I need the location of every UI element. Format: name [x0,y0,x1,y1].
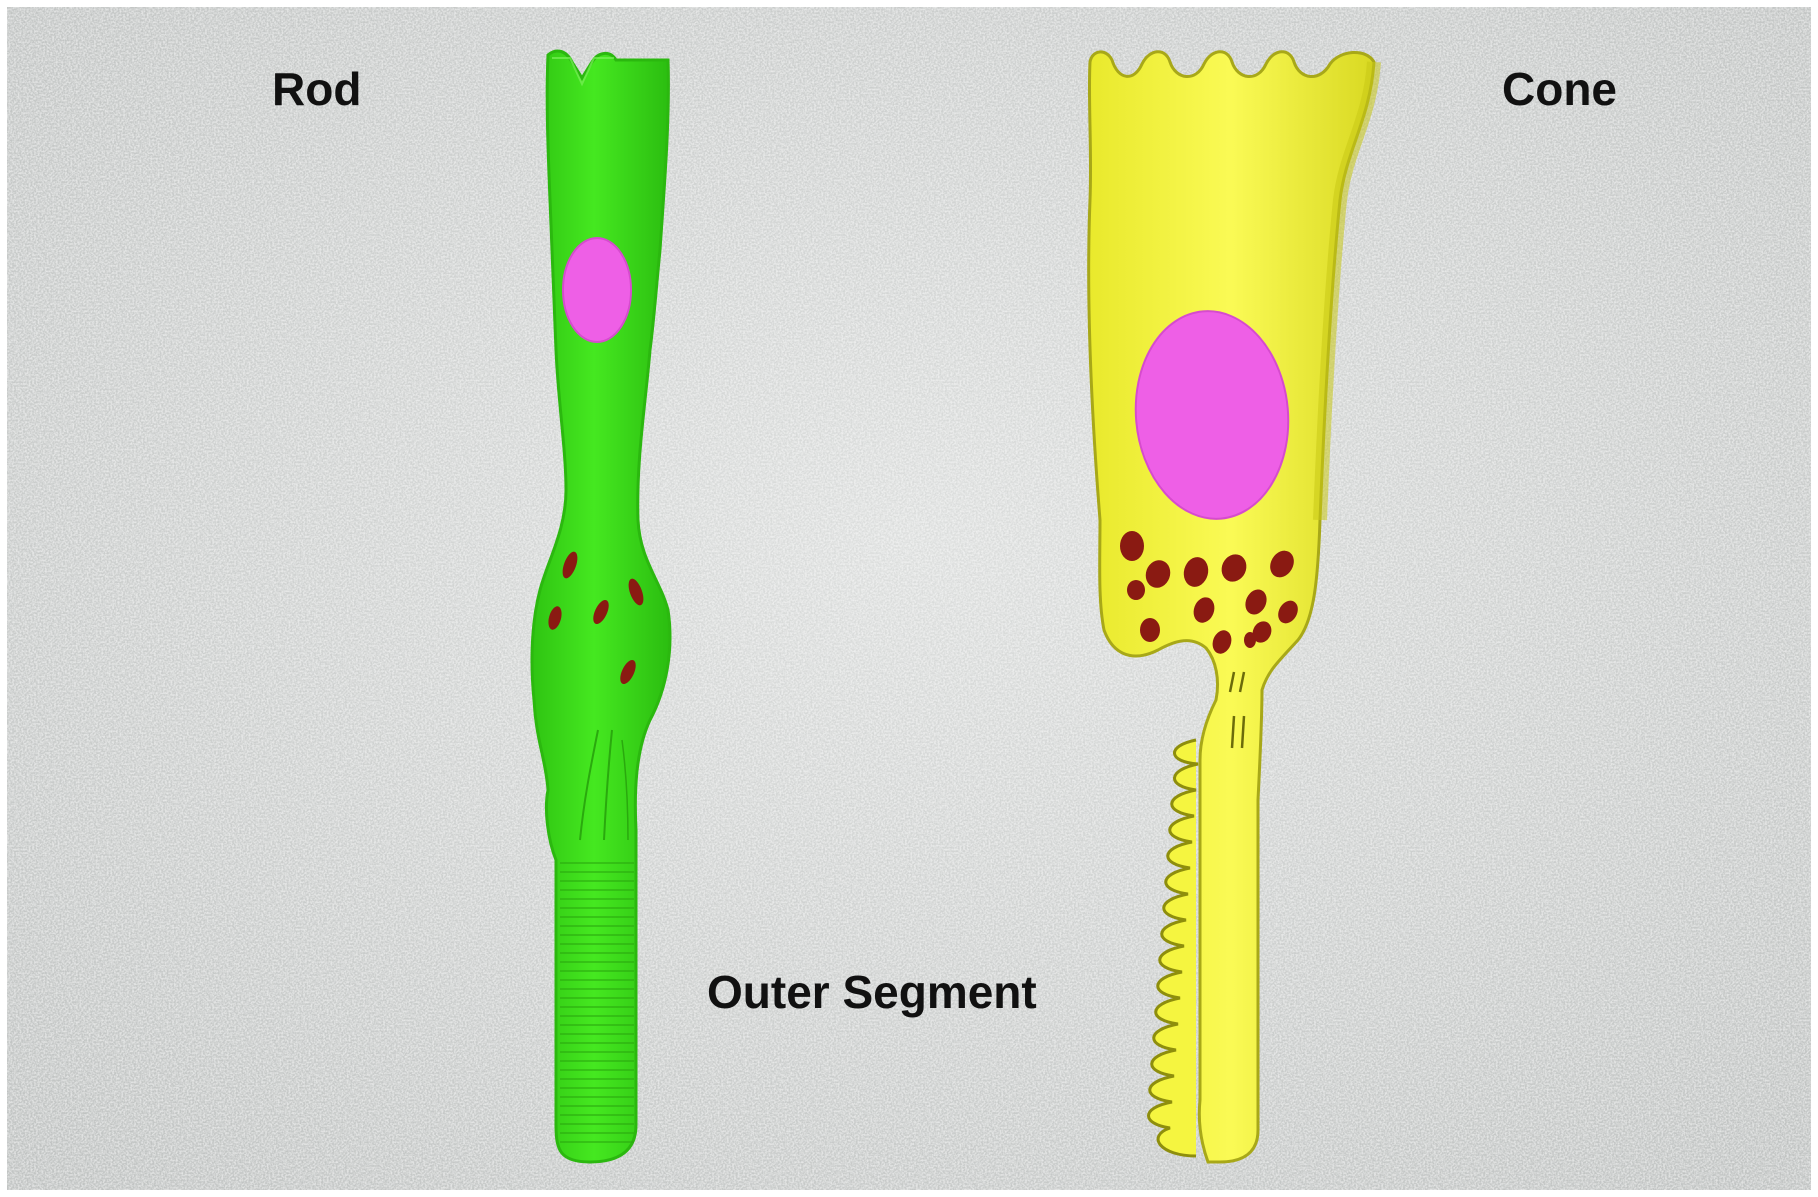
rod-nucleus [563,238,631,342]
cone-label: Cone [1502,62,1617,116]
rod-label: Rod [272,62,361,116]
outer-segment-label: Outer Segment [707,965,1037,1019]
rod-outer-segment-discs [560,860,634,1150]
